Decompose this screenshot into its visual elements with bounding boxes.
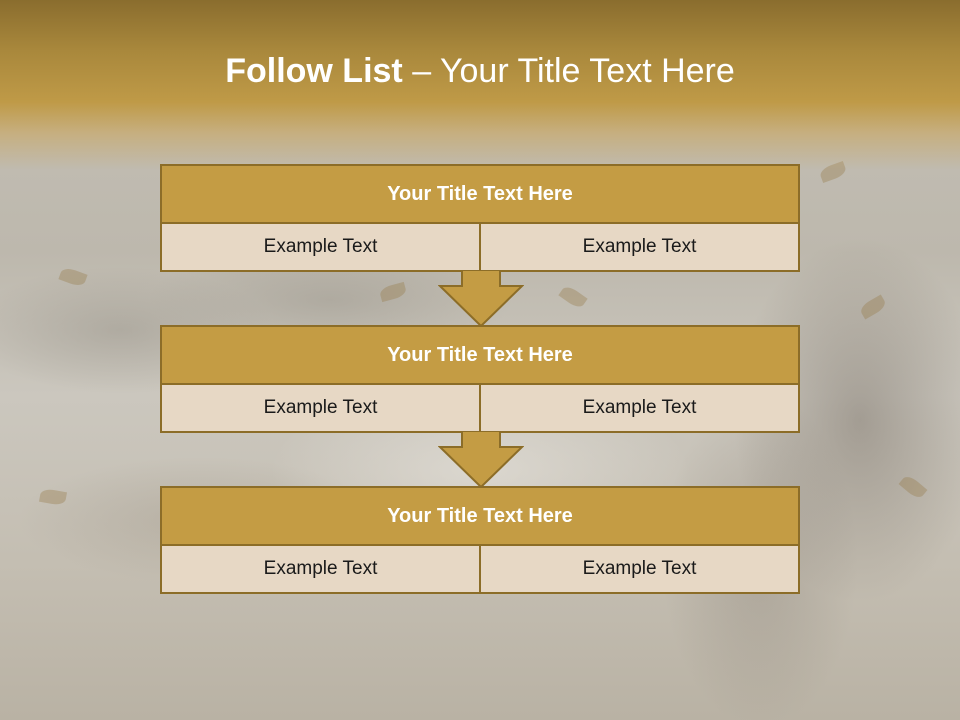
leaf-decoration (58, 265, 88, 289)
header-band (0, 0, 960, 170)
down-arrow-icon (438, 431, 524, 489)
leaf-decoration (858, 294, 888, 320)
step-title: Your Title Text Here (162, 327, 798, 385)
step-cell-left: Example Text (263, 397, 378, 418)
down-arrow-icon (438, 270, 524, 328)
leaf-decoration (898, 473, 928, 501)
step-box-1: Your Title Text Here Example Text Exampl… (160, 164, 800, 272)
step-cell-right: Example Text (479, 546, 798, 592)
leaf-decoration (378, 281, 408, 303)
step-cell-left: Example Text (263, 558, 378, 579)
leaf-decoration (38, 487, 68, 507)
step-cell-left: Example Text (263, 236, 378, 257)
slide-title-rest: – Your Title Text Here (402, 52, 735, 90)
step-title: Your Title Text Here (162, 488, 798, 546)
step-title: Your Title Text Here (162, 166, 798, 224)
step-row: Example Text Example Text (162, 546, 798, 592)
step-row: Example Text Example Text (162, 385, 798, 431)
leaf-decoration (558, 283, 588, 311)
step-cell-right: Example Text (479, 224, 798, 270)
slide-title: Follow List – Your Title Text Here (0, 52, 960, 91)
step-row: Example Text Example Text (162, 224, 798, 270)
step-box-2: Your Title Text Here Example Text Exampl… (160, 325, 800, 433)
step-cell-right: Example Text (479, 385, 798, 431)
step-box-3: Your Title Text Here Example Text Exampl… (160, 486, 800, 594)
slide-title-bold: Follow List (225, 52, 403, 90)
